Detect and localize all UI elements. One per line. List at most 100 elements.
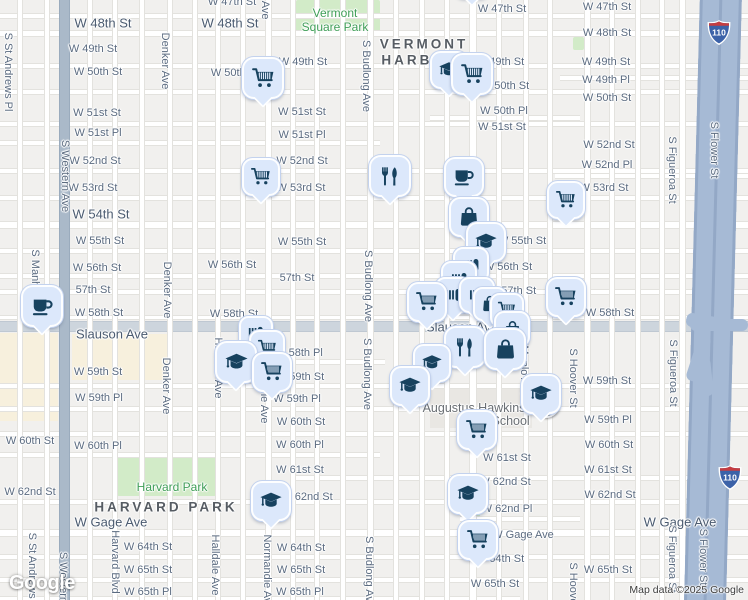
shopping-cart-marker[interactable] [252,352,292,401]
coffee-cup-marker[interactable] [444,157,484,206]
marker-tail [261,510,281,530]
road [460,517,580,521]
road [140,0,144,600]
road [0,31,748,36]
street-label-vertical: S Hoover St [567,348,579,408]
marker-tail [462,0,482,7]
road [193,0,197,600]
road [0,597,520,600]
road [0,432,748,436]
shopping-cart-icon [460,63,482,83]
road [585,0,590,600]
road [0,274,748,278]
road [0,530,748,536]
restaurant-marker[interactable] [369,155,411,206]
road [0,384,748,388]
road [0,122,748,126]
shopping-cart-marker[interactable] [457,410,497,459]
commercial-area [72,334,170,380]
shopping-cart-icon [555,190,575,208]
road [0,14,748,18]
road [0,290,748,294]
shopping-cart-icon [261,362,282,381]
street-label: W 65th St [123,564,173,576]
road [0,141,380,145]
shopping-cart-icon [251,67,273,87]
road [0,407,748,411]
street-label: W 64th St [123,541,173,553]
road [0,322,748,331]
road [524,0,528,600]
coffee-cup-marker[interactable] [21,285,63,336]
street-label-vertical: S St Andrews Pl [2,32,14,112]
road [0,500,748,504]
road [88,0,92,600]
shopping-cart-icon [467,530,488,549]
street-label: W 52nd St [583,139,635,151]
shopping-cart-marker[interactable] [547,181,585,228]
graduation-cap-icon [399,377,421,392]
park-area [573,37,584,50]
road [113,0,117,600]
svg-text:110: 110 [723,473,737,483]
arterial-street-label: W 54th St [72,206,130,222]
graduation-cap-marker[interactable] [215,341,257,392]
road [0,64,748,68]
road [168,0,172,600]
shopping-cart-marker[interactable] [451,53,493,104]
road [660,0,664,600]
street-label-vertical: S Figueroa St [667,339,679,407]
road [0,578,748,582]
street-label: W 60th St [584,439,634,451]
street-label: W 59th Pl [273,393,321,405]
street-label: W 52nd St [276,155,328,167]
graduation-cap-icon [422,355,442,369]
shopping-cart-marker[interactable] [407,282,447,331]
shopping-cart-icon [555,287,576,306]
road [680,0,685,600]
shopping-cart-marker[interactable] [242,57,284,108]
road [430,116,580,120]
marker-tail [462,84,482,104]
road [216,0,220,600]
restaurant-marker[interactable] [444,326,486,377]
graduation-cap-marker[interactable] [251,481,291,530]
road [394,0,398,600]
road [341,0,345,600]
graduation-cap-icon [260,492,282,507]
road [60,0,69,600]
road [266,0,271,600]
street-label: W 65th St [583,564,633,576]
road [555,174,748,178]
shopping-cart-icon [466,420,487,439]
road [636,0,640,600]
graduation-cap-marker[interactable] [390,366,430,415]
shopping-cart-marker[interactable] [458,520,498,569]
graduation-cap-marker[interactable] [448,474,488,523]
street-label: W 49th St [68,43,118,55]
marker-tail [400,395,420,415]
shopping-cart-icon [416,292,437,311]
street-label: W 59th Pl [584,414,632,426]
road [610,0,614,600]
coffee-cup-icon [32,299,53,315]
road [0,555,748,559]
road [560,76,748,80]
shopping-cart-marker[interactable] [546,277,586,326]
road [225,360,385,364]
shopping-cart-icon [250,167,270,185]
freeway-lane-divider [703,0,723,600]
graduation-cap-marker[interactable] [521,374,561,423]
shopping-cart-marker[interactable] [242,158,280,205]
park-area [296,0,380,36]
road [291,0,295,600]
coffee-cup-icon [454,170,474,186]
shopping-bag-icon [496,338,514,358]
park-area [117,456,216,496]
google-logo[interactable]: Google [9,572,75,594]
shopping-bag-marker[interactable] [484,328,526,379]
road [0,222,748,228]
graduation-cap-icon [224,353,248,368]
road [241,0,245,600]
